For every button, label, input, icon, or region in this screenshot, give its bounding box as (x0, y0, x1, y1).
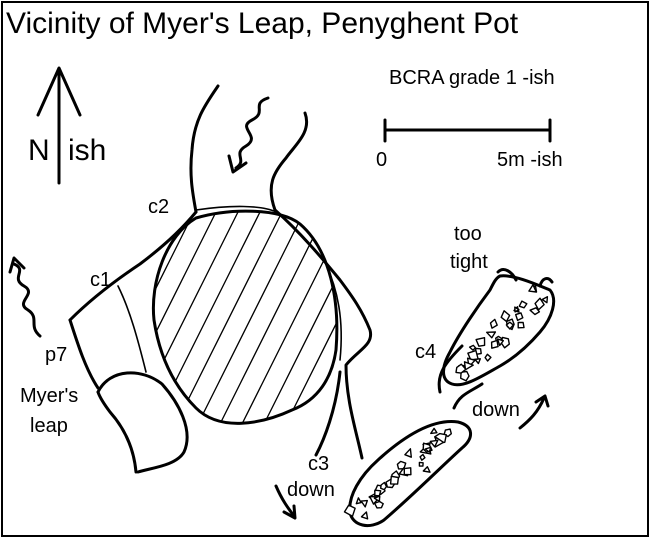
myers-leap-label-2: leap (30, 415, 68, 437)
c3-down-label: down (287, 479, 335, 501)
boulder-symbol (486, 331, 497, 339)
boulder-symbol (419, 453, 426, 461)
station-c4-label: c4 (415, 341, 436, 363)
hatch-line (211, 211, 333, 424)
hatch-line (153, 211, 223, 424)
hatch-line (277, 211, 337, 424)
boulder-symbol (541, 296, 549, 304)
boulder-symbol (518, 300, 528, 309)
boulder-symbol (389, 475, 400, 485)
hatch-line (153, 211, 201, 424)
boulder-symbol (404, 448, 412, 458)
hatch-line (255, 211, 337, 424)
boulder-symbol (528, 284, 537, 293)
too-tight-label-1: too (454, 223, 482, 245)
c4-down-label: down (472, 399, 520, 421)
boulder-symbol (475, 337, 486, 347)
boulder-symbol (514, 306, 520, 313)
boulder-symbol (517, 321, 525, 329)
hatched-chamber (151, 209, 339, 425)
hatch-line (153, 211, 245, 424)
boulder-symbol (360, 499, 368, 508)
boulder-passage-c4 (442, 268, 556, 387)
boulder-symbol (380, 481, 388, 491)
station-p7-label: p7 (45, 344, 67, 366)
boulder-symbol (373, 495, 381, 502)
boulder-symbol (373, 500, 384, 509)
boulder-symbol (396, 460, 407, 470)
boulder-symbol (343, 504, 356, 517)
boulder-symbol (467, 349, 479, 361)
north-suffix: ish (68, 134, 106, 167)
boulder-symbol (374, 489, 382, 497)
hatch-line (153, 211, 267, 424)
hatch-line (167, 211, 289, 424)
boulder-symbol (500, 310, 511, 323)
down-arrow-icon (518, 394, 550, 430)
boulder-symbol (403, 467, 412, 476)
station-c3-label: c3 (308, 453, 329, 475)
station-c1-label: c1 (90, 269, 111, 291)
too-tight-label-2: tight (450, 251, 488, 273)
boulder-symbol (429, 439, 439, 448)
passage-walls (68, 84, 484, 474)
water-flow-icon (8, 256, 42, 338)
scale-start-label: 0 (376, 149, 387, 171)
survey-grade: BCRA grade 1 -ish (389, 67, 555, 89)
boulder-symbol (468, 344, 477, 351)
diagram-title: Vicinity of Myer's Leap, Penyghent Pot (6, 7, 519, 40)
boulder-symbol (360, 511, 369, 520)
boulder-symbol (490, 339, 499, 349)
boulder-symbol (418, 461, 424, 467)
boulder-symbol (355, 497, 362, 505)
boulder-symbol (529, 307, 541, 316)
water-flow-icon (227, 96, 270, 174)
hatch-line (189, 211, 311, 424)
north-letter: N (28, 134, 50, 167)
boulder-symbol (422, 466, 431, 473)
station-c2-label: c2 (148, 196, 169, 218)
boulder-symbol (430, 427, 438, 435)
boulder-passage-c3 (343, 420, 472, 528)
hatch-line (299, 211, 337, 424)
boulder-symbol (424, 446, 432, 453)
boulder-symbol (505, 321, 514, 330)
myers-leap-label-1: Myer's (20, 385, 78, 407)
boulder-symbol (484, 353, 492, 362)
boulder-symbol (455, 363, 467, 374)
boulder-symbol (463, 361, 474, 371)
scale-end-label: 5m -ish (497, 149, 563, 171)
boulder-symbol (489, 318, 498, 329)
north-arrow-icon (36, 66, 82, 185)
scale-bar-icon (383, 118, 552, 143)
boulder-symbol (496, 338, 504, 347)
boulder-symbol (515, 312, 524, 322)
down-arrow-icon (274, 484, 297, 520)
boulder-symbol (534, 297, 545, 311)
